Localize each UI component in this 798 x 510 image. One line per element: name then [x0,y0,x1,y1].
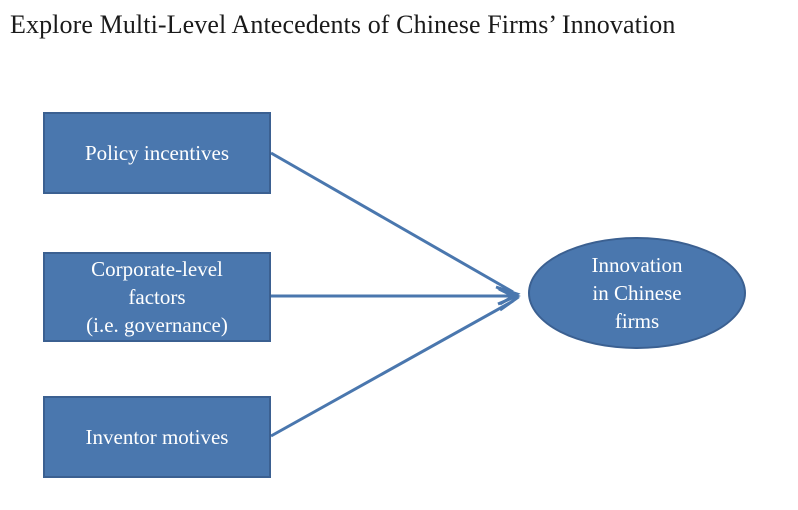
node-innovation-line-1: Innovation [591,253,683,277]
node-corporate-line-1: Corporate-level [91,257,223,281]
arrow-policy-to-innovation [270,151,521,306]
node-corporate-line-3: (i.e. governance) [86,313,228,337]
node-innovation-in-chinese-firms[interactable]: Innovation in Chinese firms [528,237,746,349]
node-corporate-level-factors[interactable]: Corporate-level factors (i.e. governance… [43,252,271,342]
node-innovation-label: Innovation in Chinese firms [592,251,683,335]
node-policy-incentives-label: Policy incentives [84,141,230,165]
node-corporate-line-2: factors [128,285,186,309]
arrow-corporate-to-innovation [271,286,521,306]
node-policy-incentives[interactable]: Policy incentives [43,112,271,194]
node-innovation-line-2: in Chinese [592,281,682,305]
node-corporate-level-factors-label: Corporate-level factors (i.e. governance… [86,255,228,339]
node-inventor-motives-label: Inventor motives [85,425,229,449]
node-innovation-line-3: firms [614,309,660,333]
node-inventor-motives[interactable]: Inventor motives [43,396,271,478]
page-title: Explore Multi-Level Antecedents of Chine… [10,10,676,39]
arrow-inventor-to-innovation [270,287,520,438]
